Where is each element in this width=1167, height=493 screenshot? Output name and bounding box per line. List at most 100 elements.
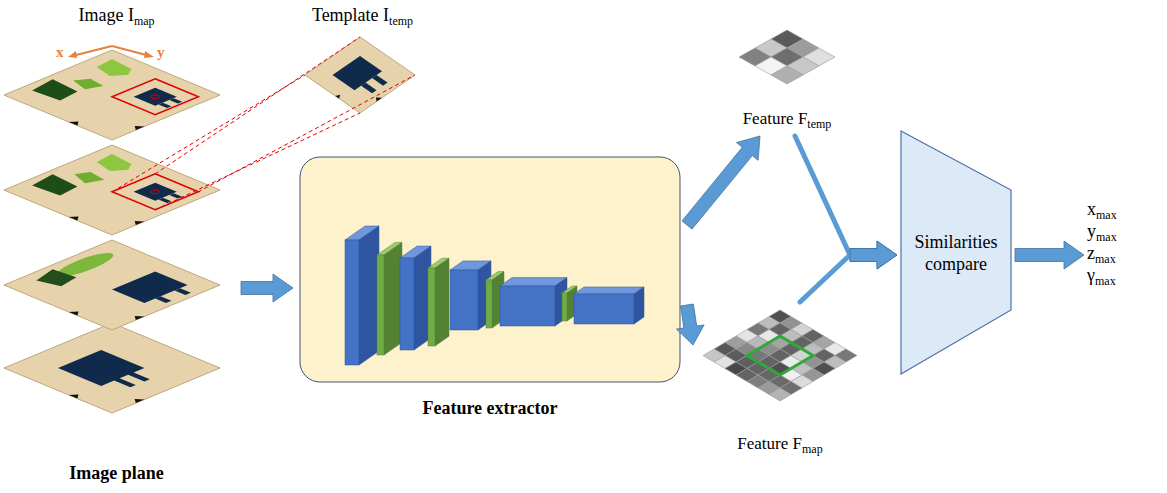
axis-line: [112, 46, 150, 56]
image-layer: [90, 59, 139, 79]
flow-line: [795, 136, 850, 255]
subscript: max: [1095, 252, 1116, 266]
template-image: [372, 75, 387, 86]
node-label: Similarities compare: [915, 232, 998, 274]
dashed-leader: [155, 113, 360, 210]
node-label: Feature F: [737, 434, 802, 453]
trapezoid-shape: [901, 131, 1011, 374]
axis-line: [72, 46, 112, 56]
image-layer: [130, 124, 144, 130]
feature-map-node: Feature Fmap: [696, 305, 864, 460]
dashed-leader: [155, 37, 360, 174]
flow-arrow: [677, 304, 705, 345]
image-layer: [112, 79, 198, 115]
image-layer: [90, 154, 139, 174]
conv-layer: [400, 258, 414, 350]
image-layer: [112, 272, 188, 304]
text-line: Similarities compare: [906, 231, 1006, 275]
axis-label: y: [157, 44, 165, 60]
image-layer: [155, 296, 171, 303]
dashed-leader: [198, 75, 415, 192]
match-window: [747, 336, 813, 375]
image-layer: [31, 268, 80, 288]
conv-layer: [574, 294, 634, 324]
node-label: x: [1087, 199, 1096, 219]
cnn-layers: [345, 226, 644, 365]
node-label: z: [1087, 243, 1095, 263]
node-label: Feature extractor: [422, 398, 557, 418]
conv-layer: [634, 287, 644, 324]
image-layer: [4, 240, 220, 330]
image-layer: [130, 397, 144, 403]
text-line: Image Imap: [0, 4, 238, 32]
image-layer: [29, 174, 82, 196]
flow-arrow: [795, 136, 897, 269]
subscript: temp: [389, 14, 413, 28]
conv-layer: [500, 286, 555, 326]
image-layer: [4, 323, 220, 413]
text-line: Feature Fmap: [696, 433, 864, 460]
node-label: Feature F: [743, 109, 808, 128]
subscript: max: [1096, 208, 1117, 222]
subscript: map: [802, 442, 823, 456]
template-node: Template Itemp: [291, 2, 434, 120]
subscript: max: [1095, 274, 1116, 288]
template-image: [305, 37, 415, 113]
text-line: Feature extractor: [296, 397, 684, 419]
pool-layer: [562, 293, 567, 321]
image-layer: [4, 240, 220, 330]
flow-arrow: [800, 241, 897, 302]
image-layer: [149, 189, 162, 194]
template-image: [335, 94, 342, 99]
template-image: [373, 96, 382, 102]
text-line: xmax: [1087, 198, 1167, 226]
conv-layer: [450, 270, 478, 330]
pool-layer: [486, 280, 492, 328]
output-values: xmaxymaxzmaxγmax: [1087, 198, 1167, 298]
subscript: map: [134, 14, 155, 28]
node-label: y: [1087, 221, 1096, 241]
image-layer: [58, 350, 161, 393]
template-image: [361, 83, 376, 94]
flow-arrow: [682, 136, 760, 229]
flow-arrow: [241, 274, 293, 302]
image-stack: Image ImapImage plane: [0, 2, 238, 487]
image-layer: [4, 145, 220, 235]
conv-layer: [359, 226, 379, 365]
image-layer: [69, 170, 107, 186]
trapezoid-shape: [900, 130, 1012, 375]
conv-layer: [345, 240, 359, 365]
flow-arrow-body: [850, 241, 897, 269]
dashed-leader: [112, 37, 415, 210]
node-label: Image I: [78, 5, 133, 25]
extractor-box: [300, 157, 680, 382]
pool-layer: [428, 268, 435, 346]
text-line: ymax: [1087, 220, 1167, 248]
flow-arrow-body: [241, 274, 293, 302]
conv-layer: [574, 287, 644, 294]
feature-extractor: Feature extractor: [296, 157, 684, 427]
image-layer: [112, 174, 198, 210]
text-line: Feature Ftemp: [728, 108, 846, 135]
flow-line: [800, 255, 850, 302]
image-layer: [69, 393, 83, 399]
flow-arrow-body: [682, 136, 760, 229]
conv-layer: [478, 261, 491, 330]
subscript: max: [1096, 230, 1117, 244]
image-layer: [130, 219, 144, 225]
similarity-trapezoid: Similarities compare: [900, 130, 1012, 375]
flow-arrow: [1015, 241, 1084, 269]
image-layer: [29, 79, 82, 101]
pool-layer: [377, 255, 384, 355]
subscript: temp: [807, 117, 831, 131]
text-line: Template Itemp: [291, 4, 434, 32]
axis-label: x: [56, 44, 64, 60]
conv-layer: [555, 278, 567, 326]
pool-layer: [435, 258, 449, 346]
image-layer: [149, 94, 162, 99]
pool-layer: [384, 242, 402, 355]
image-layer: [175, 288, 191, 295]
image-layer: [4, 50, 220, 140]
image-layer: [158, 198, 171, 203]
image-layer: [69, 215, 83, 221]
